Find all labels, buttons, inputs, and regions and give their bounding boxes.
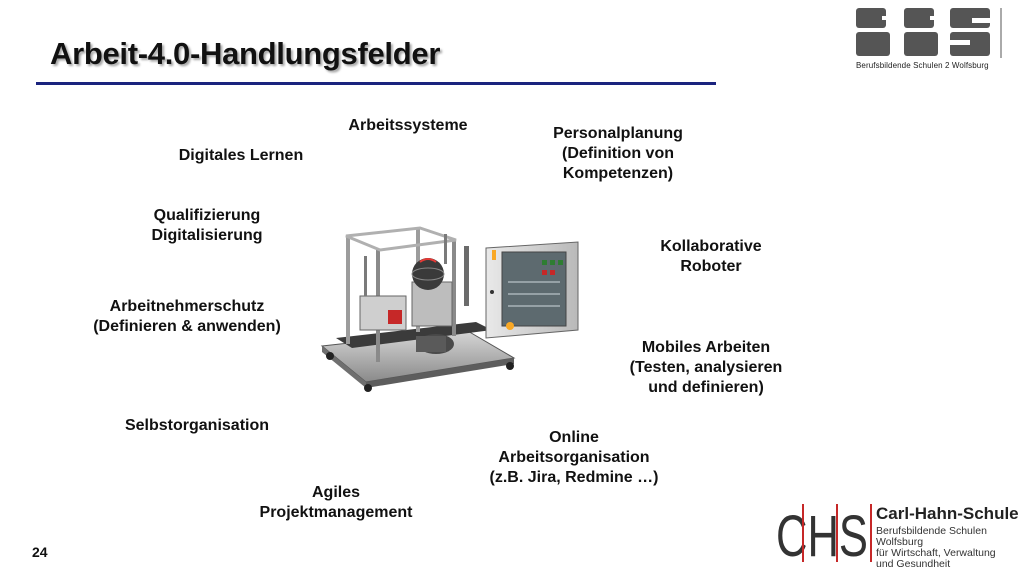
- slide-title: Arbeit-4.0-Handlungsfelder: [50, 36, 441, 71]
- chs-school-name: Carl-Hahn-Schule: [876, 504, 1019, 523]
- field-digitales-lernen: Digitales Lernen: [178, 147, 304, 164]
- field-arbeitnehmerschutz: Arbeitnehmerschutz (Definieren & anwende…: [93, 298, 281, 335]
- chs-logo: CHS: [776, 504, 872, 566]
- field-agiles-projektmanagement: Agiles Projektmanagement: [259, 484, 413, 521]
- field-selbstorganisation: Selbstorganisation: [124, 417, 270, 434]
- field-kollaborative-roboter: Kollaborative Roboter: [660, 238, 762, 275]
- bbs-caption: Berufsbildende Schulen 2 Wolfsburg: [856, 61, 989, 70]
- page-number: 24: [32, 544, 48, 560]
- production-machine-image: [320, 226, 579, 392]
- field-online-arbeitsorganisation: Online Arbeitsorganisation (z.B. Jira, R…: [489, 429, 659, 486]
- title-rule: [36, 82, 716, 85]
- chs-letters: CHS: [776, 504, 868, 566]
- field-mobiles-arbeiten: Mobiles Arbeiten (Testen, analysieren un…: [629, 339, 783, 396]
- field-qualifizierung: Qualifizierung Digitalisierung: [151, 207, 263, 244]
- chs-school-subtitle: Berufsbildende Schulen Wolfsburg für Wir…: [876, 525, 996, 570]
- field-arbeitssysteme: Arbeitssysteme: [348, 117, 468, 134]
- bbs-logo: [856, 8, 1002, 58]
- field-personalplanung: Personalplanung (Definition von Kompeten…: [553, 125, 683, 182]
